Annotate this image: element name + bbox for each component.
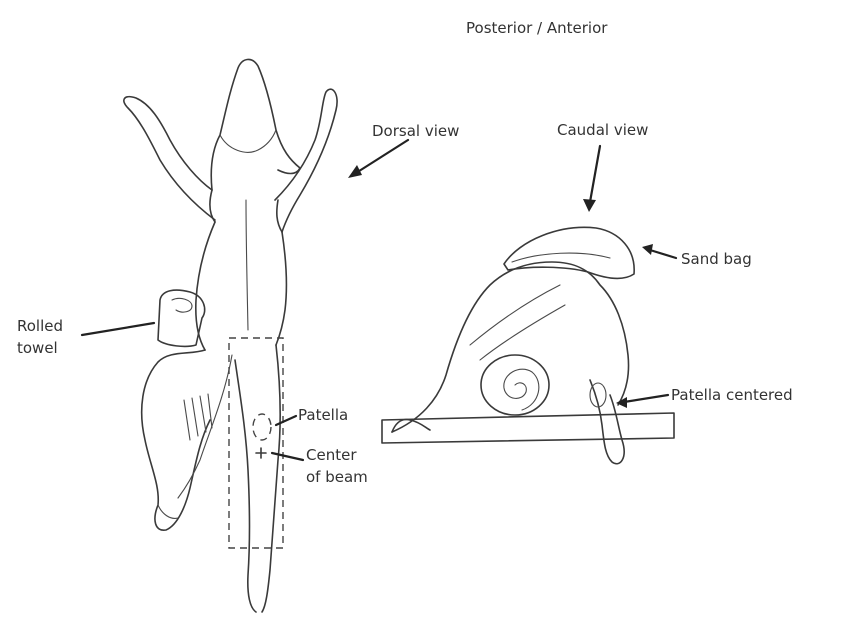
label-of-beam: of beam — [306, 468, 368, 486]
caudal-inner-line — [470, 285, 565, 360]
dorsal-arrowhead — [348, 165, 362, 178]
patella-arrow — [276, 416, 296, 425]
label-rolled: Rolled — [17, 317, 63, 335]
right-forelimb — [275, 89, 337, 232]
caudal-towel-spiral — [504, 369, 539, 410]
caudal-body — [392, 262, 629, 432]
caudal-arrow — [590, 146, 600, 202]
label-dorsal-view: Dorsal view — [372, 122, 459, 140]
caudal-arrowhead — [583, 199, 596, 212]
sand-bag-inner — [512, 253, 610, 262]
towel-spiral — [172, 298, 192, 312]
dog-dorsal-figure — [124, 59, 337, 612]
caudal-hind-leg — [590, 380, 624, 464]
label-patella-centered: Patella centered — [671, 386, 793, 404]
patella-marker — [253, 414, 271, 440]
label-center: Center — [306, 446, 357, 464]
label-sand-bag: Sand bag — [681, 250, 752, 268]
patella-centered-arrow — [624, 395, 668, 402]
hatched-patch — [184, 394, 212, 440]
right-hind-limb-outer — [262, 345, 280, 612]
left-hind-limb — [142, 350, 210, 530]
rolled-towel-arrow — [82, 323, 154, 335]
left-forelimb — [124, 97, 215, 220]
sandbag-arrow — [650, 250, 676, 258]
torso-right — [276, 232, 286, 345]
spine-line — [246, 200, 248, 330]
dorsal-arrow — [356, 140, 408, 173]
label-patella: Patella — [298, 406, 348, 424]
dog-caudal-figure — [382, 227, 674, 463]
label-caudal-view: Caudal view — [557, 121, 648, 139]
center-of-beam-cross — [256, 448, 266, 458]
label-towel: towel — [17, 339, 58, 357]
head-detail — [220, 130, 276, 152]
head — [211, 59, 300, 190]
right-hind-limb-inner — [235, 360, 256, 612]
sandbag-arrowhead — [642, 244, 653, 255]
diagram-title: Posterior / Anterior — [466, 19, 608, 37]
left-hind-paw — [158, 505, 178, 518]
center-arrow — [272, 453, 303, 460]
